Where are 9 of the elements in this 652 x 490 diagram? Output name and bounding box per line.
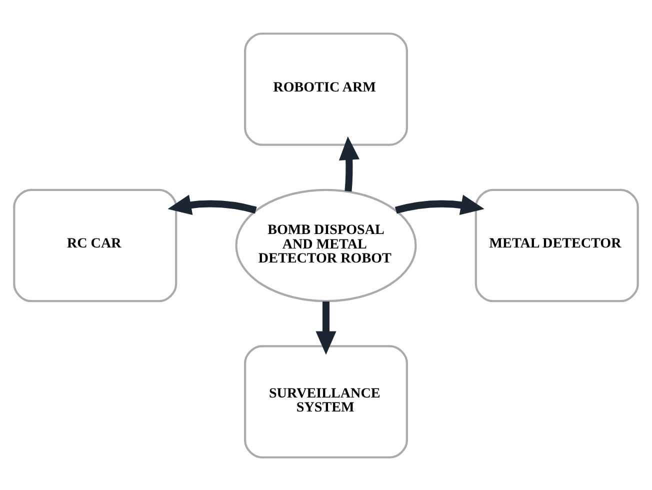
node-box: METAL DETECTOR	[474, 188, 639, 302]
arrow	[338, 136, 360, 192]
arrow	[168, 194, 257, 215]
node-box: SURVEILLANCE SYSTEM	[244, 344, 408, 458]
arrow	[316, 300, 336, 354]
arrow	[394, 194, 484, 215]
node-ellipse: BOMB DISPOSAL AND METAL DETECTOR ROBOT	[235, 188, 417, 302]
node-box: RC CAR	[13, 188, 178, 302]
node-box: ROBOTIC ARM	[244, 32, 408, 146]
